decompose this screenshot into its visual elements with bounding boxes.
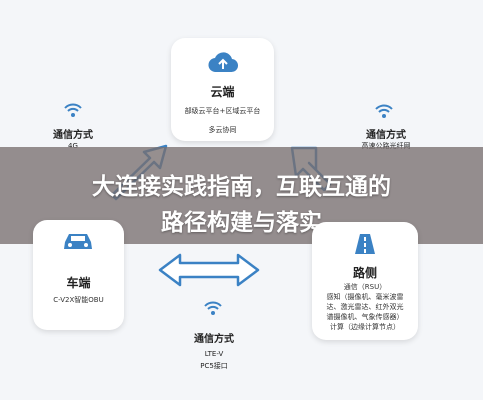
- comm-bottom: 通信方式 LTE-V PC5接口: [176, 330, 252, 371]
- road-line-1: 通信（RSU）: [343, 283, 387, 291]
- cloud-node-card: 云端 部级云平台+区域云平台 多云协同: [171, 38, 274, 141]
- double-arrow-icon: [158, 253, 260, 287]
- cloud-upload-icon: [208, 52, 238, 73]
- comm-left: 通信方式 4G: [40, 126, 106, 151]
- comm-right: 通信方式 高速公路光纤网: [346, 126, 426, 151]
- car-icon: [64, 234, 92, 249]
- road-node-card: 路侧 通信（RSU） 感知（摄像机、毫米波雷 达、激光雷达、红外双光 谱摄像机、…: [312, 222, 418, 340]
- comm-left-title: 通信方式: [53, 130, 93, 141]
- comm-bottom-line-2: PC5接口: [200, 362, 228, 370]
- road-title: 路侧: [352, 266, 377, 280]
- road-line-3: 达、激光雷达、红外双光: [326, 303, 404, 311]
- car-line-1: C-V2X智能OBU: [53, 296, 104, 304]
- car-title: 车端: [66, 276, 91, 290]
- comm-right-title: 通信方式: [366, 130, 406, 141]
- wifi-icon: [375, 104, 393, 118]
- wifi-icon: [204, 301, 222, 315]
- road-line-5: 计算（边缘计算节点）: [330, 323, 400, 331]
- comm-bottom-line-1: LTE-V: [204, 350, 224, 358]
- title-banner: 大连接实践指南，互联互通的 路径构建与落实: [0, 147, 483, 244]
- road-icon: [355, 234, 375, 254]
- road-line-2: 感知（摄像机、毫米波雷: [326, 293, 404, 301]
- comm-right-line-1: 高速公路光纤网: [361, 142, 411, 150]
- banner-line-1: 大连接实践指南，互联互通的: [92, 174, 391, 200]
- road-line-4: 谱摄像机、气象传感器）: [326, 313, 404, 321]
- comm-bottom-title: 通信方式: [194, 334, 234, 345]
- wifi-icon: [64, 103, 82, 117]
- cloud-line-1: 部级云平台+区域云平台: [184, 107, 261, 115]
- cloud-title: 云端: [210, 85, 235, 99]
- cloud-line-2: 多云协同: [208, 126, 237, 134]
- comm-left-line-1: 4G: [68, 142, 78, 150]
- banner-line-2: 路径构建与落实: [161, 210, 322, 236]
- car-node-card: 车端 C-V2X智能OBU: [33, 220, 124, 330]
